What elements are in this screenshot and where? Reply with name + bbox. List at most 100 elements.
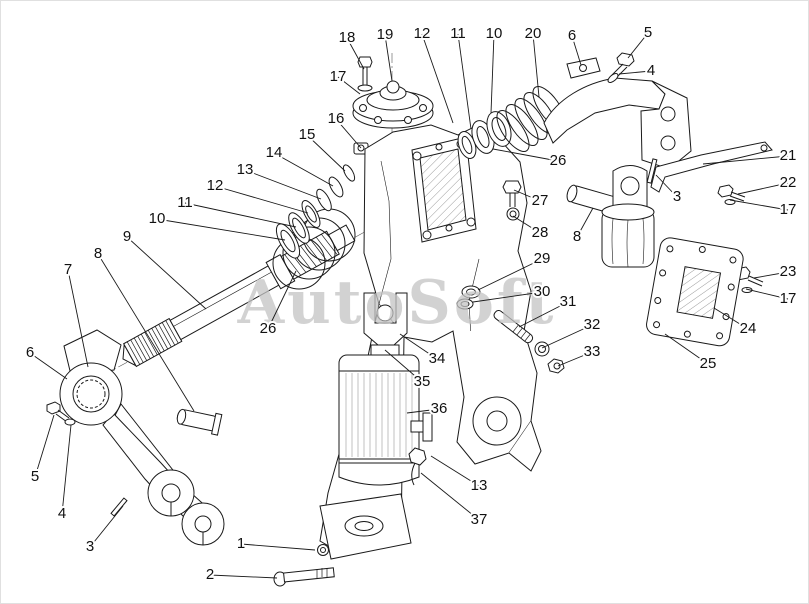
callout-leader-12 [214, 185, 309, 214]
reactive-lever [646, 141, 773, 193]
bolt-27 [502, 180, 522, 207]
callout-leader-3 [89, 505, 124, 548]
seal-29-30 [456, 285, 481, 310]
callout-leader-34 [399, 333, 438, 360]
callout-leader-14 [273, 152, 334, 187]
callout-leader-24 [713, 307, 749, 330]
callout-leader-4 [61, 424, 72, 515]
callout-leader-2 [209, 574, 278, 579]
callout-number-14: 14 [266, 144, 283, 161]
shaft-seal-stack [275, 164, 356, 259]
pin-3-left [110, 497, 128, 517]
callout-number-15: 15 [299, 126, 316, 143]
side-cover-plate [646, 237, 744, 347]
washer-32 [534, 341, 550, 357]
nut-33 [547, 358, 565, 374]
callout-number-27: 27 [532, 192, 549, 209]
callout-leader-23 [753, 271, 789, 279]
callout-leader-20 [532, 33, 540, 98]
callout-number-17: 17 [330, 68, 347, 85]
callout-number-12: 12 [414, 25, 431, 42]
rod-eye [612, 165, 648, 209]
callout-leader-18 [346, 37, 365, 70]
callout-leader-8 [97, 253, 195, 412]
callout-leader-19 [384, 34, 393, 82]
callout-number-17: 17 [780, 290, 797, 307]
callout-leader-1 [240, 543, 316, 551]
callout-number-6: 6 [568, 27, 576, 44]
callout-leader-10 [490, 33, 495, 114]
callout-leader-35 [384, 349, 423, 383]
callout-leader-26 [492, 148, 559, 162]
callout-number-29: 29 [534, 250, 551, 267]
callout-leader-11 [457, 33, 472, 130]
callout-number-28: 28 [532, 224, 549, 241]
pitman-arm [59, 329, 225, 546]
callout-leader-3 [655, 174, 678, 198]
callout-number-33: 33 [584, 343, 601, 360]
drawing-layer [46, 52, 773, 587]
callout-leader-4 [618, 70, 652, 75]
callout-number-8: 8 [573, 228, 581, 245]
hose-fitting [408, 412, 433, 486]
spring-20 [496, 86, 566, 152]
washer-4-top [607, 73, 619, 83]
damper-block [601, 203, 655, 268]
callout-number-11: 11 [450, 25, 466, 42]
callout-number-5: 5 [644, 24, 652, 41]
callout-number-32: 32 [584, 316, 601, 333]
callout-number-8: 8 [94, 245, 102, 262]
bracket-arm [543, 57, 692, 170]
callout-leader-12 [421, 33, 454, 124]
callout-number-17: 17 [780, 201, 797, 218]
callout-number-1: 1 [237, 535, 245, 552]
callout-number-5: 5 [31, 468, 39, 485]
callout-number-9: 9 [123, 228, 131, 245]
callout-leader-36 [406, 408, 440, 414]
callout-leader-6 [29, 352, 68, 380]
callout-leader-25 [664, 333, 709, 365]
callout-number-13: 13 [471, 477, 488, 494]
callout-number-13: 13 [237, 161, 254, 178]
callout-leader-11 [184, 202, 297, 228]
callout-number-25: 25 [700, 355, 717, 372]
callout-number-10: 10 [149, 210, 166, 227]
callout-number-30: 30 [534, 283, 551, 300]
callout-leader-17 [745, 288, 789, 300]
callout-number-31: 31 [560, 293, 577, 310]
washer-17-top [357, 84, 373, 92]
washer-28 [506, 207, 520, 221]
callout-leader-8 [576, 207, 594, 238]
callout-number-6: 6 [26, 344, 34, 361]
bolt-22 [717, 184, 746, 202]
callout-leader-6 [571, 35, 582, 66]
callout-leader-10 [156, 218, 286, 241]
callout-leader-33 [557, 351, 593, 367]
callout-leader-17 [337, 76, 361, 95]
callout-number-10: 10 [486, 25, 503, 42]
callout-leader-21 [702, 155, 789, 165]
callout-number-7: 7 [64, 261, 72, 278]
callout-number-35: 35 [414, 373, 431, 390]
top-cover [352, 80, 434, 129]
callout-number-11: 11 [177, 194, 193, 211]
callout-number-21: 21 [780, 147, 797, 164]
callout-number-22: 22 [780, 174, 797, 191]
callout-leader-27 [513, 189, 541, 202]
callout-number-3: 3 [86, 538, 94, 555]
callout-number-26: 26 [260, 320, 277, 337]
callout-number-36: 36 [431, 400, 448, 417]
callout-leader-13 [244, 169, 322, 200]
callout-number-24: 24 [740, 320, 757, 337]
stud-31 [493, 310, 534, 344]
callout-leader-7 [67, 269, 89, 368]
callout-number-20: 20 [525, 25, 542, 42]
washer-4-left [64, 418, 76, 426]
callout-leader-29 [477, 258, 543, 291]
callout-number-12: 12 [207, 177, 224, 194]
bolt-5-left [46, 401, 76, 426]
callout-number-19: 19 [377, 26, 394, 43]
